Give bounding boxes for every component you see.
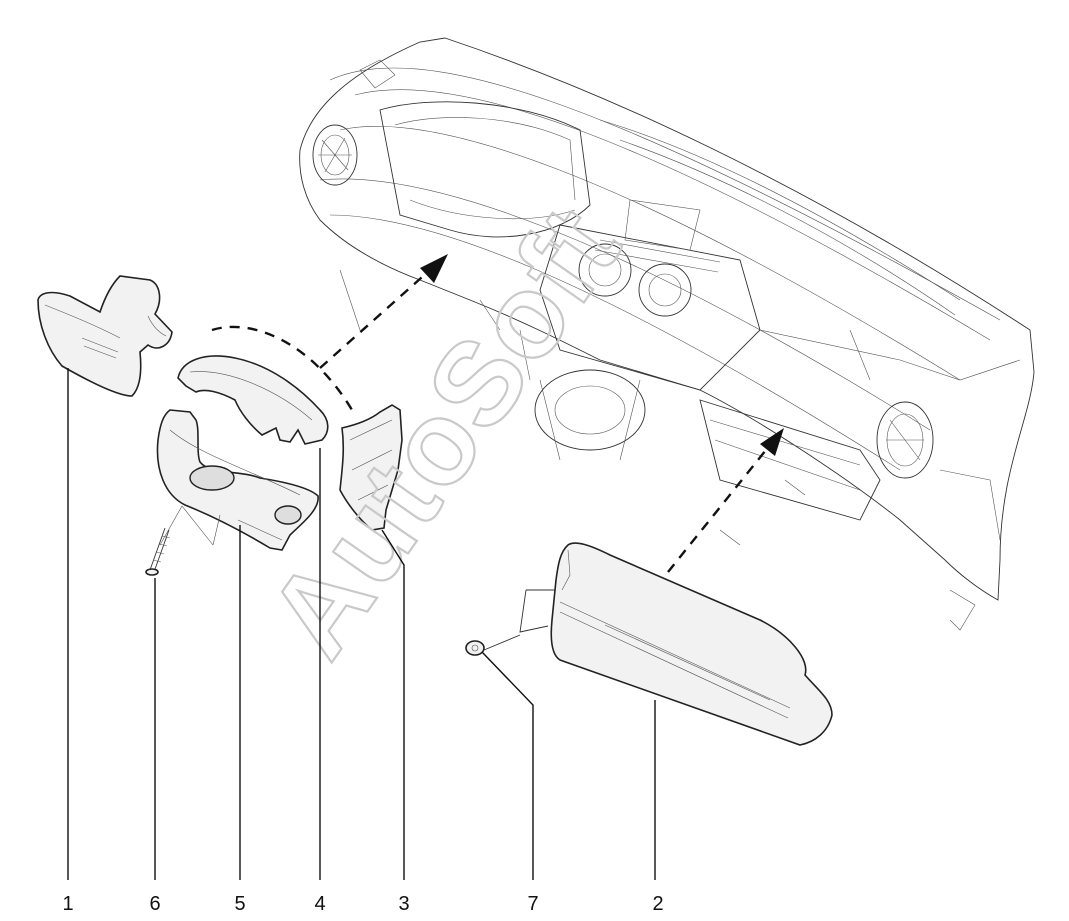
callout-3: 3 (398, 893, 409, 915)
part-2-glovebox (519, 542, 833, 746)
callout-4: 4 (314, 893, 325, 915)
callout-1: 1 (62, 893, 73, 915)
leader-lines (67, 368, 656, 880)
part-1-left-trim-panel (37, 275, 173, 397)
assembly-arrows (319, 254, 784, 573)
part-4-upper-shroud (177, 325, 354, 445)
callout-numbers: 1 6 5 4 3 7 2 (62, 893, 663, 915)
callout-2: 2 (652, 893, 663, 915)
part-5-lower-shroud (156, 409, 319, 551)
dashboard-assembly (299, 37, 1035, 631)
part-7-clip (465, 634, 521, 656)
arrow-head-upper (420, 254, 448, 283)
callout-6: 6 (149, 893, 160, 915)
callout-7: 7 (527, 893, 538, 915)
part-6-screw (145, 505, 221, 576)
arrow-head-lower (760, 428, 784, 456)
part-3-side-bracket (339, 404, 403, 531)
callout-5: 5 (234, 893, 245, 915)
